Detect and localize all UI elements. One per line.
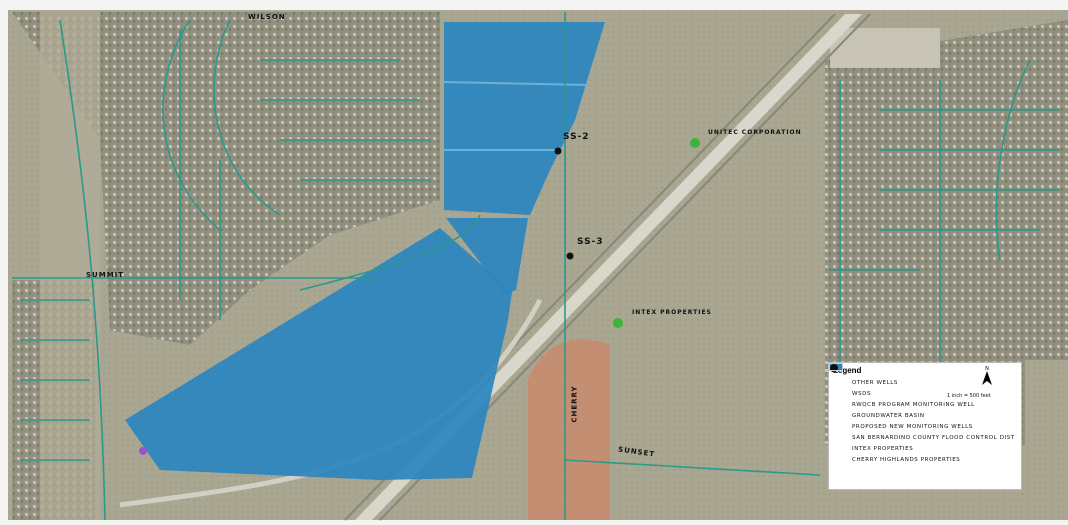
- outline-icon: [829, 363, 847, 465]
- purple-dot-icon: [830, 364, 847, 410]
- line-icon: [829, 367, 847, 399]
- legend-item: SAN BERNARDINO COUNTY FLOOD CONTROL DIST: [829, 363, 1017, 443]
- other-well-unitec[interactable]: [690, 138, 700, 148]
- legend-item: CHERRY HIGHLANDS PROPERTIES: [829, 363, 1017, 465]
- map-legend: Legend N 1 inch = 500 feet OTHER WELLS W…: [828, 362, 1022, 490]
- blue-fill-icon: [829, 363, 847, 421]
- program-monitoring-well[interactable]: [139, 447, 147, 455]
- label-summit: SUMMIT: [86, 271, 125, 279]
- proposed-well-ss2[interactable]: [554, 147, 562, 155]
- groundwater-basin-middle: [446, 218, 528, 295]
- green-dot-icon: [829, 363, 847, 388]
- label-wilson: WILSON: [248, 13, 286, 21]
- groundwater-basin-south: [125, 228, 512, 480]
- svg-text:N: N: [985, 366, 989, 372]
- label-unitec: UNITEC CORPORATION: [708, 129, 802, 136]
- orange-parcel: [528, 339, 610, 520]
- label-intex: INTEX PROPERTIES: [632, 309, 712, 316]
- legend-item: RWQCB PROGRAM MONITORING WELL: [830, 364, 1017, 410]
- black-dot-icon: [830, 364, 847, 432]
- legend-item: PROPOSED NEW MONITORING WELLS: [830, 364, 1017, 432]
- commercial-building: [830, 28, 940, 68]
- label-cherry: CHERRY: [570, 385, 579, 423]
- proposed-well-ss3[interactable]: [566, 252, 574, 260]
- label-ss3: SS-3: [577, 237, 604, 247]
- scale-text: 1 inch = 500 feet: [947, 393, 991, 399]
- road-network: [12, 12, 1060, 521]
- legend-item: GROUNDWATER BASIN: [829, 363, 1017, 421]
- outline-icon: [829, 363, 847, 454]
- other-well-intex[interactable]: [613, 318, 623, 328]
- outline-icon: [829, 363, 847, 443]
- residential-area-west: [12, 12, 440, 345]
- label-ss2: SS-2: [563, 132, 590, 142]
- north-arrow-icon: N: [979, 365, 995, 387]
- residential-area-east: [825, 20, 1068, 445]
- open-land-strip: [40, 12, 100, 520]
- legend-item: INTEX PROPERTIES: [829, 363, 1017, 454]
- legend-title: Legend: [833, 366, 862, 375]
